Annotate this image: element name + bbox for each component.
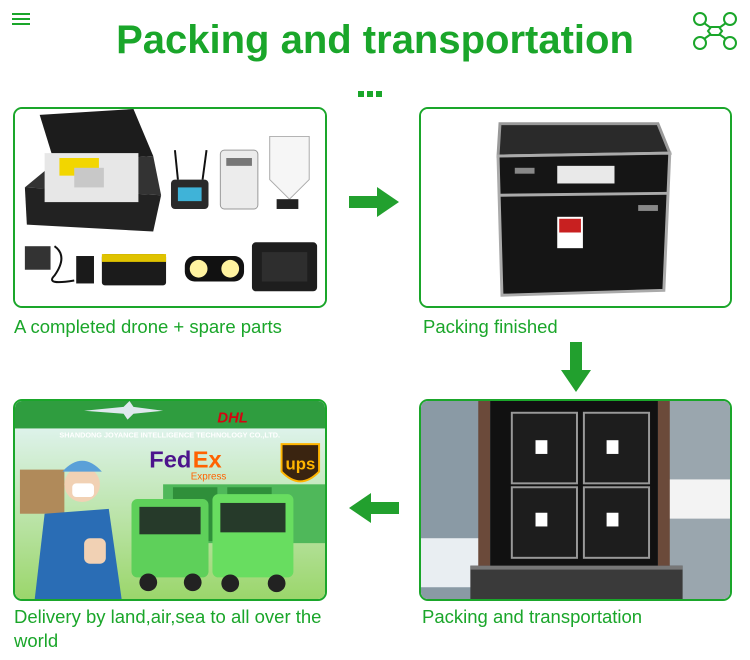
packed-case-photo	[421, 109, 730, 306]
menu-icon[interactable]	[12, 13, 30, 25]
truck-loading-photo	[421, 401, 730, 599]
ups-logo-text: ups	[286, 455, 316, 474]
panel-packing-finished	[419, 107, 732, 308]
panel-drone-spare-parts	[13, 107, 327, 308]
dhl-logo-text: DHL	[217, 411, 247, 427]
fedex-express-text: Express	[191, 471, 227, 482]
panel-delivery-worldwide: SHANDONG JOYANCE INTELLIGENCE TECHNOLOGY…	[13, 399, 327, 601]
company-banner-text: SHANDONG JOYANCE INTELLIGENCE TECHNOLOGY…	[59, 430, 280, 439]
arrow-left-icon	[349, 493, 399, 523]
arrow-down-icon	[561, 342, 591, 392]
caption-drone-spare-parts: A completed drone + spare parts	[14, 316, 282, 337]
fedex-ex-text: Ex	[193, 448, 222, 474]
panel-truck-loading	[419, 399, 732, 601]
caption-truck-loading: Packing and transportation	[422, 606, 643, 627]
page-title: Packing and transportation	[116, 18, 634, 62]
caption-delivery-worldwide: Delivery by land,air,sea to all over the…	[14, 606, 322, 651]
delivery-illustration: SHANDONG JOYANCE INTELLIGENCE TECHNOLOGY…	[15, 401, 325, 599]
caption-packing-finished: Packing finished	[423, 316, 558, 337]
drone-parts-photo	[15, 109, 325, 306]
fedex-fed-text: Fed	[149, 448, 191, 474]
title-dots	[358, 84, 388, 97]
arrow-right-icon	[349, 187, 399, 217]
drone-logo-icon	[693, 12, 737, 50]
